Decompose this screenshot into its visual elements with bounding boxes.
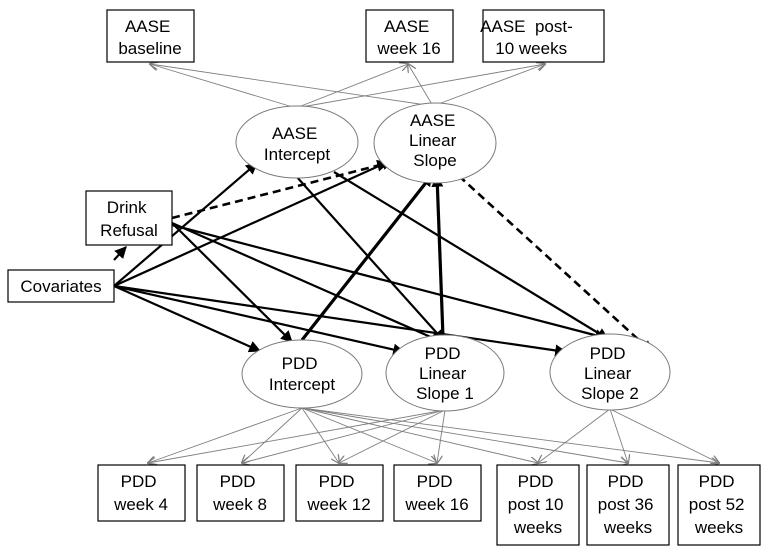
aase-week16-label: AASE week 16 xyxy=(376,17,440,58)
pdd-slope1-oval xyxy=(385,334,505,412)
path-arrow-pdd-slope1-to-pdd-week12 xyxy=(339,409,446,463)
pdd-slope1-label: PDD Linear Slope 1 xyxy=(416,344,474,403)
path-arrow-covariates-to-aase-intercept xyxy=(113,162,258,287)
path-arrow-drink-refusal-to-pdd-intercept xyxy=(171,222,293,343)
drink-refusal-box xyxy=(85,190,173,246)
pdd-week16-box xyxy=(393,464,482,522)
pdd-week12-box xyxy=(295,464,384,522)
pdd-week4-box xyxy=(97,464,186,522)
path-arrow-aase-slope-to-aase-week16 xyxy=(408,64,434,107)
aase-week16-box xyxy=(365,9,454,63)
path-arrow-pdd-slope1-to-aase-slope xyxy=(431,174,445,338)
path-arrow-covariates-to-pdd-intercept xyxy=(113,284,262,353)
aase-slope-oval xyxy=(373,102,497,184)
path-arrow-pdd-slope2-to-pdd-post36 xyxy=(609,408,628,463)
path-arrow-pdd-intercept-to-pdd-week16 xyxy=(301,407,437,463)
path-arrow-covariates-to-pdd-slope1 xyxy=(113,284,406,356)
path-arrow-pdd-intercept-to-pdd-week4 xyxy=(148,407,303,463)
path-arrow-aase-slope-to-aase-post10 xyxy=(432,64,545,107)
pdd-post36-box xyxy=(586,464,670,546)
aase-intercept-label: AASE Intercept xyxy=(264,124,330,164)
path-arrow-aase-intercept-to-aase-baseline xyxy=(150,64,297,109)
pdd-intercept-label: PDD Intercept xyxy=(269,354,335,394)
pdd-week8-box xyxy=(196,464,285,522)
drink-refusal-label: Drink Refusal xyxy=(100,198,158,240)
pdd-post52-box xyxy=(677,464,761,546)
path-arrow-drink-refusal-to-pdd-slope2 xyxy=(171,223,608,342)
path-arrow-pdd-slope1-to-pdd-week16 xyxy=(437,409,446,463)
aase-post10-box xyxy=(482,9,605,63)
path-arrow-aase-intercept-to-aase-post10 xyxy=(295,64,545,109)
diagram-nodes: AASE baseline AASE week 16 AASE post- 10… xyxy=(0,0,761,546)
path-arrow-covariates-to-aase-slope xyxy=(113,158,394,288)
pdd-post36-label: PDD post 36 weeks xyxy=(598,472,659,537)
covariates-label: Covariates xyxy=(20,277,101,296)
path-arrow-aase-slope-to-aase-baseline xyxy=(150,64,434,107)
path-arrow-drink-refusal-to-pdd-slope1 xyxy=(171,221,444,344)
pdd-post52-label: PDD post 52 weeks xyxy=(689,472,750,537)
path-arrow-pdd-intercept-to-pdd-post10 xyxy=(301,407,538,463)
pdd-week8-label: PDD week 8 xyxy=(212,472,267,514)
path-arrow-aase-intercept-to-pdd-slope1 xyxy=(295,175,445,342)
aase-post10-label: AASE post- 10 weeks xyxy=(0,0,606,58)
path-arrow-pdd-intercept-to-pdd-week8 xyxy=(242,407,303,463)
path-arrow-pdd-intercept-to-pdd-post36 xyxy=(301,407,628,463)
path-arrow-aase-intercept-to-aase-week16 xyxy=(295,64,408,109)
pdd-week4-label: PDD week 4 xyxy=(113,472,168,514)
path-arrow-aase-intercept-to-pdd-slope2 xyxy=(333,171,610,340)
pdd-slope2-label: PDD Linear Slope 2 xyxy=(581,344,639,403)
path-arrow-covariates-to-pdd-slope2 xyxy=(113,284,568,357)
path-arrow-pdd-slope2-to-pdd-post52 xyxy=(609,408,719,463)
path-arrow-pdd-slope2-to-pdd-post10 xyxy=(538,408,611,463)
path-arrow-pdd-slope1-to-pdd-week4 xyxy=(148,409,446,463)
path-arrow-pdd-slope1-to-pdd-week8 xyxy=(242,409,446,463)
pdd-intercept-oval xyxy=(241,339,363,409)
aase-baseline-box xyxy=(106,9,195,63)
path-arrow-pdd-intercept-to-pdd-week12 xyxy=(301,407,339,463)
aase-baseline-label: AASE baseline xyxy=(118,17,181,58)
pdd-post10-box xyxy=(496,464,580,546)
path-arrow-aase-slope-to-pdd-slope2 xyxy=(458,175,653,353)
path-arrow-drink-refusal-to-aase-slope xyxy=(171,159,390,220)
aase-intercept-oval xyxy=(235,105,359,179)
pdd-slope2-oval xyxy=(549,333,671,411)
path-arrow-pdd-intercept-to-pdd-post52 xyxy=(301,407,719,463)
path-arrow-covariates-to-drink-refusal xyxy=(113,246,127,261)
pdd-post10-label: PDD post 10 weeks xyxy=(508,472,569,537)
pdd-week16-label: PDD week 16 xyxy=(404,472,468,514)
path-arrow-pdd-intercept-to-aase-slope xyxy=(300,174,434,341)
aase-slope-label: AASE Linear Slope xyxy=(409,111,461,170)
path-arrows xyxy=(113,64,719,463)
pdd-week12-label: PDD week 12 xyxy=(306,472,370,514)
covariates-box xyxy=(7,269,115,303)
